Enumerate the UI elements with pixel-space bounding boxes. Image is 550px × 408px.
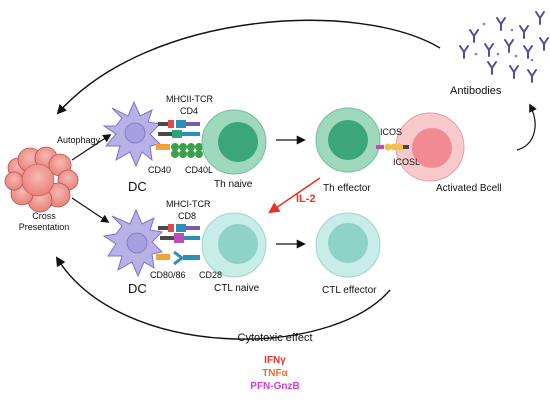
autophagy-label: Autophagy bbox=[57, 135, 101, 145]
activated-bcell-label: Activated Bcell bbox=[436, 183, 502, 194]
antibody-icons bbox=[459, 11, 549, 83]
mhcii-tcr-label: MHCII-TCR bbox=[166, 94, 213, 104]
bcell-to-antibodies-arrow bbox=[516, 103, 537, 151]
top-feedback-arc bbox=[56, 19, 441, 115]
presentation-label: Presentation bbox=[18, 222, 70, 232]
ctl-effector-cell-icon bbox=[315, 212, 381, 278]
ctl-naive-cell-icon bbox=[201, 212, 267, 278]
th-naive-cell-icon bbox=[201, 109, 267, 175]
cd40-label: CD40 bbox=[148, 165, 172, 175]
ctl-effector-label: CTL effector bbox=[322, 285, 377, 296]
cross-label: Cross bbox=[32, 211, 56, 221]
ctl-naive-label: CTL naive bbox=[214, 283, 260, 294]
autophagy-arrow bbox=[71, 134, 112, 161]
cd80-86-label: CD80/86 bbox=[150, 270, 186, 280]
cd40l-label: CD40L bbox=[185, 165, 214, 175]
activated-bcell-icon bbox=[395, 112, 465, 182]
dendritic-cell-top-icon bbox=[102, 100, 162, 168]
th-effector-label: Th effector bbox=[323, 183, 371, 194]
cd4-label: CD4 bbox=[180, 106, 199, 116]
th-effector-cell-icon bbox=[315, 107, 381, 173]
bottom-cytotoxic-arc bbox=[55, 256, 391, 340]
cytotoxic-effect-label: Cytotoxic effect bbox=[237, 332, 313, 344]
bottom-synapse-receptors bbox=[156, 224, 200, 266]
cd8-label: CD8 bbox=[178, 211, 197, 221]
mhci-tcr-label: MHCI-TCR bbox=[166, 199, 211, 209]
il2-arrow bbox=[268, 177, 321, 214]
tumor-cluster-icon bbox=[4, 146, 79, 213]
pfn-gnzb-label: PFN-GnzB bbox=[250, 381, 300, 392]
dendritic-cell-bottom-icon bbox=[102, 208, 164, 278]
icosl-label: ICOSL bbox=[393, 157, 421, 167]
cd28-label: CD28 bbox=[199, 270, 223, 280]
icos-receptors bbox=[376, 143, 409, 151]
antibodies-label: Antibodies bbox=[450, 85, 502, 97]
cross-presentation-arrow bbox=[71, 197, 110, 223]
dc-top-label: DC bbox=[128, 179, 147, 194]
top-synapse-receptors bbox=[156, 120, 203, 158]
tnf-alpha-label: TNFα bbox=[262, 368, 288, 379]
il2-label: IL-2 bbox=[296, 193, 316, 205]
icos-label: ICOS bbox=[380, 127, 403, 137]
antibody-dots bbox=[474, 22, 534, 62]
th-naive-label: Th naive bbox=[214, 179, 253, 190]
ifn-gamma-label: IFNγ bbox=[264, 355, 286, 366]
dc-bottom-label: DC bbox=[128, 281, 147, 296]
